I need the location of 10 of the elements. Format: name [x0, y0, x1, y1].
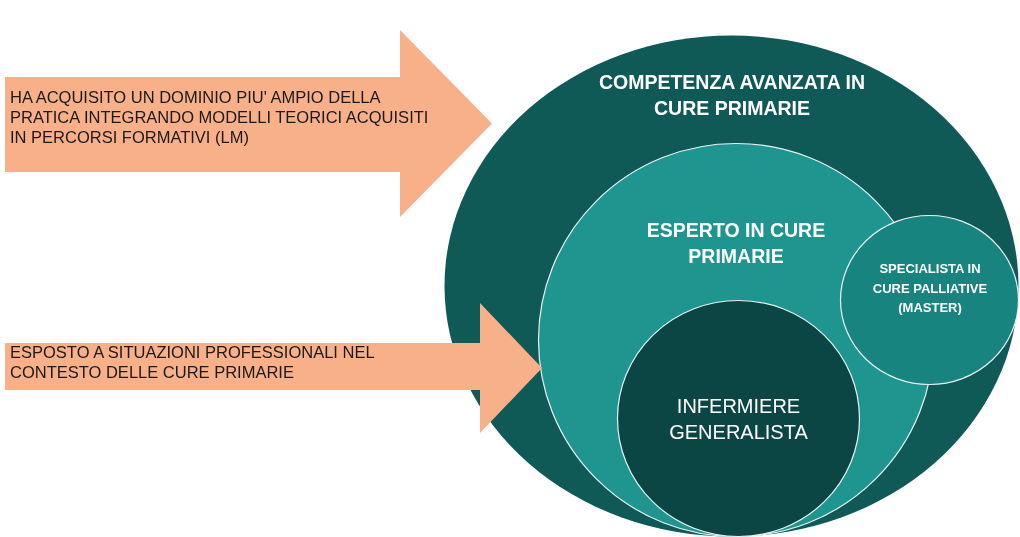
- node-label: ESPOSTO A SITUAZIONI PROFESSIONALI NEL CONTESTO DELLE CURE PRIMARIE: [10, 343, 375, 383]
- circle-shape: [444, 35, 1019, 537]
- node-label: ESPERTO IN CURE PRIMARIE: [645, 218, 827, 270]
- node-label: INFERMIERE GENERALISTA: [668, 394, 809, 445]
- node-label: SPECIALISTA IN CURE PALLIATIVE (MASTER): [871, 260, 989, 317]
- circle-shape: [617, 300, 860, 537]
- circle-shape: [840, 215, 1019, 385]
- arrow-shape: [5, 30, 492, 217]
- node-label: COMPETENZA AVANZATA IN CURE PRIMARIE: [597, 70, 867, 122]
- node-label: HA ACQUISITO UN DOMINIO PIU' AMPIO DELLA PRATICA INTEGRANDO MODELLI TEORICI ACQUISITI IN PERCORSI FORMATIVI (LM): [10, 88, 430, 148]
